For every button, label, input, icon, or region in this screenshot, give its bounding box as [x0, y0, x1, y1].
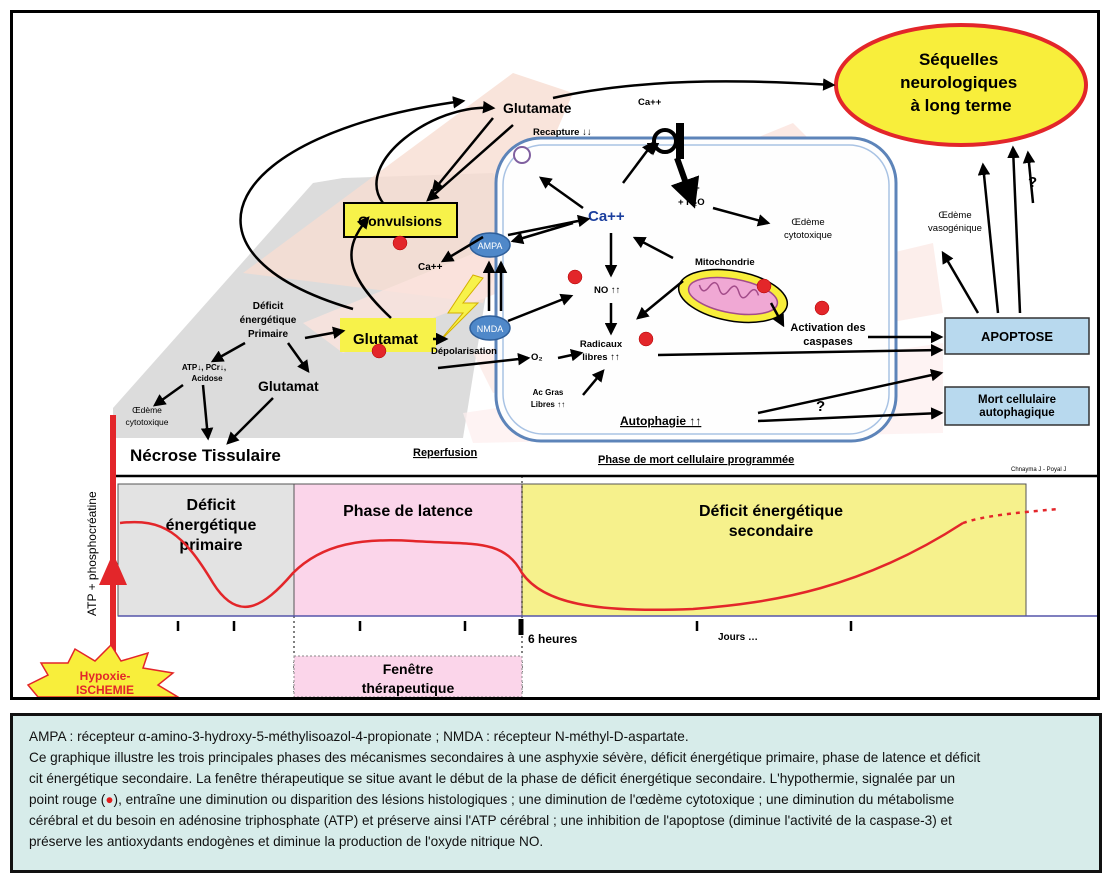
recapture-label: Recapture ↓↓ [533, 127, 592, 138]
convulsions-label: Convulsions [358, 213, 442, 229]
ca-center-label: Ca++ [588, 208, 625, 225]
caption-line: Ce graphique illustre les trois principa… [29, 750, 981, 765]
apoptose-label: APOPTOSE [981, 329, 1053, 344]
depolarisation-bolt-icon [437, 274, 484, 344]
y-axis-label: ATP + phosphocréatine [85, 491, 99, 616]
glutamat-box-label: Glutamat [353, 331, 418, 348]
y-axis-arrowhead [99, 553, 127, 585]
phase1-region [117, 483, 295, 617]
ampa-label: AMPA [478, 241, 503, 251]
phase2-region [293, 483, 523, 617]
glutamat-box [340, 318, 436, 352]
question-mark-1: ? [1028, 174, 1037, 191]
nmda-receptor [469, 315, 511, 341]
hypoxie-starburst [26, 643, 180, 697]
red-dot [814, 300, 830, 316]
red-dot-symbol: ● [105, 792, 114, 807]
jours-label: Jours … [718, 632, 758, 643]
red-dot [756, 278, 772, 294]
phase-mort-label: Phase de mort cellulaire programmée [598, 454, 794, 466]
fenetre-box [293, 655, 523, 697]
caption-line: cit énergétique secondaire. La fenêtre t… [29, 771, 956, 786]
necrose-label: Nécrose Tissulaire [130, 446, 281, 465]
red-dot [638, 331, 654, 347]
caption-line: AMPA : récepteur α-amino-3-hydroxy-5-mét… [29, 729, 689, 744]
mort-cellulaire-box [944, 386, 1090, 426]
mechanism-diagram: Séquelles neurologiques à long terme Glu… [10, 10, 1100, 700]
sequelles-ellipse [834, 23, 1088, 147]
atp-curve-dotted [962, 507, 1059, 525]
depolarisation-label: Dépolarisation [431, 346, 497, 357]
hypothermia-dots [371, 235, 830, 359]
phase3-region [521, 483, 1027, 617]
caption-line: cérébral et du besoin en adénosine triph… [29, 813, 952, 828]
caption-line: point rouge (●), entraîne une diminution… [29, 792, 955, 807]
figure-caption: AMPA : récepteur α-amino-3-hydroxy-5-mét… [10, 713, 1102, 873]
hypoxie-label: Hypoxie-ISCHEMIE [76, 669, 134, 697]
time-axis-ticks [176, 619, 853, 635]
glutamate-top-label: Glutamate [503, 100, 572, 116]
red-dot [567, 269, 583, 285]
reperfusion-label: Reperfusion [413, 447, 477, 459]
atp-pcr-label: ATP↓, PCr↓,Acidose [182, 363, 226, 383]
na-influx-arrow [670, 156, 700, 209]
o2-label: O₂ [531, 352, 543, 363]
credit-label: Chnayma J - Poyal J [1011, 467, 1066, 473]
recapture-transporter-icon [513, 146, 531, 164]
six-heures-label: 6 heures [528, 632, 578, 646]
mitochondrie-label: Mitochondrie [695, 257, 755, 268]
nmda-label: NMDA [477, 324, 504, 334]
red-dot [371, 343, 387, 359]
sequelles-label: Séquelles neurologiques à long terme [900, 50, 1022, 115]
ca-left-label: Ca++ [418, 262, 443, 273]
question-mark-2: ? [816, 398, 825, 415]
glutamat-plain-label: Glutamat [258, 378, 319, 394]
pathway-arrows [152, 78, 1036, 445]
apoptose-box [944, 317, 1090, 355]
phase2-label: Phase de latence [343, 503, 473, 520]
atp-curve [119, 520, 964, 612]
caption-line: préserve les antioxydants endogènes et d… [29, 834, 544, 849]
red-dot [392, 235, 408, 251]
no-label: NO ↑↑ [594, 285, 620, 296]
ca-top-label: Ca++ [638, 97, 662, 108]
autophagie-label: Autophagie ↑↑ [620, 414, 701, 428]
